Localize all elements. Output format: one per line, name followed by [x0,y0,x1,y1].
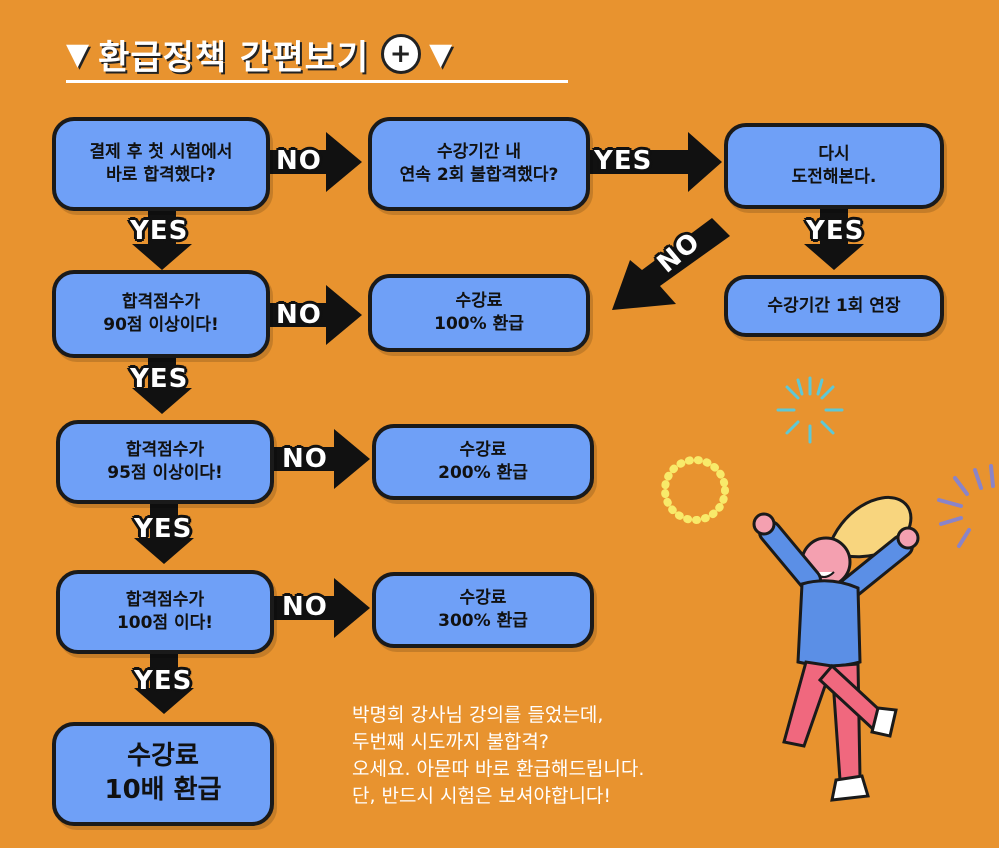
yes-label: YES [130,364,189,394]
question-score-95: 합격점수가 95점 이상이다! [56,420,274,504]
arrow-right-icon [272,429,370,489]
yes-label: YES [134,666,193,696]
refund-200-box: 수강료 200% 환급 [372,424,594,500]
refund-10x-box: 수강료 10배 환급 [52,722,274,826]
arrow-down-icon [132,208,192,270]
arrow-down-icon [134,502,194,564]
refund-300-box: 수강료 300% 환급 [372,572,594,648]
dotted-circle-icon [661,456,729,524]
arrow-down-icon [132,352,192,414]
question-score-100: 합격점수가 100점 이다! [56,570,274,654]
yes-label: YES [130,216,189,246]
plus-icon: + [381,34,422,74]
triangle-down-icon: ▼ [66,36,91,72]
question-two-fails: 수강기간 내 연속 2회 불합격했다? [368,117,590,211]
question-first-exam: 결제 후 첫 시험에서 바로 합격했다? [52,117,270,211]
yes-label: YES [594,146,653,176]
arrow-right-icon [590,132,722,192]
firework-icon [776,376,844,444]
triangle-down-icon: ▼ [429,36,454,72]
no-label: NO [282,444,328,474]
no-label: NO [276,146,322,176]
policy-note: 박명희 강사님 강의를 들었는데, 두번째 시도까지 불합격? 오세요. 아묻따… [352,704,645,807]
arrow-right-icon [268,285,362,345]
jumping-woman-illustration [752,495,920,802]
arrow-down-icon [804,208,864,270]
arrow-diagonal-icon [612,218,730,310]
arrow-right-icon [272,578,370,638]
retry-box: 다시 도전해본다. [724,123,944,209]
question-score-90: 합격점수가 90점 이상이다! [52,270,270,358]
title-text: 환급정책 간편보기 [98,37,370,78]
burst-icon [937,464,995,548]
extend-box: 수강기간 1회 연장 [724,275,944,337]
page-title: ▼ 환급정책 간편보기 + ▼ [66,28,568,83]
arrow-down-icon [134,652,194,714]
arrow-right-icon [268,132,362,192]
no-label: NO [282,592,328,622]
yes-label: YES [806,216,865,246]
no-label: NO [276,300,322,330]
yes-label: YES [134,514,193,544]
refund-100-box: 수강료 100% 환급 [368,274,590,352]
